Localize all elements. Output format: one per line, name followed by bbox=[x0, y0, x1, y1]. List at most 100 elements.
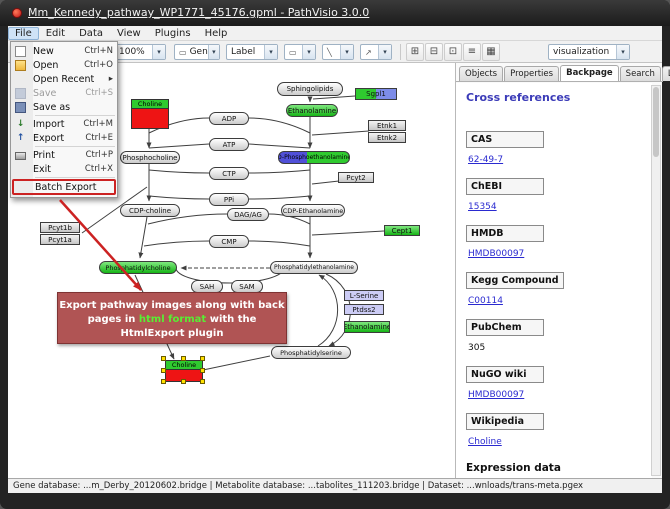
xref-section-kegg[interactable]: Kegg Compound bbox=[466, 272, 564, 289]
menu-separator bbox=[35, 115, 115, 116]
node-pcyt2[interactable]: Pcyt2 bbox=[338, 172, 374, 183]
chevron-down-icon[interactable]: ▾ bbox=[152, 45, 165, 59]
node-cmp[interactable]: CMP bbox=[209, 235, 249, 248]
chevron-down-icon[interactable]: ▾ bbox=[616, 45, 629, 59]
node-adp[interactable]: ADP bbox=[209, 112, 249, 125]
tab-properties[interactable]: Properties bbox=[504, 66, 560, 81]
grid-icon[interactable]: ▦ bbox=[482, 43, 500, 61]
new-document-icon bbox=[15, 45, 26, 57]
visualization-combo[interactable]: visualization ▾ bbox=[548, 44, 630, 60]
node-phosphatidylserine[interactable]: Phosphatidylserine bbox=[271, 346, 351, 359]
node-pcyt1b[interactable]: Pcyt1b bbox=[40, 222, 80, 233]
toolbar-separator bbox=[400, 44, 401, 60]
annotation-line2: pages in html format with the bbox=[87, 314, 257, 325]
node-cept1[interactable]: Cept1 bbox=[384, 225, 420, 236]
xref-link-kegg[interactable]: C00114 bbox=[468, 296, 503, 306]
menu-help[interactable]: Help bbox=[204, 27, 228, 39]
tab-legend[interactable]: Legend bbox=[661, 66, 670, 81]
tab-search[interactable]: Search bbox=[619, 66, 661, 81]
chevron-down-icon[interactable]: ▾ bbox=[340, 45, 353, 59]
menu-plugins[interactable]: Plugins bbox=[154, 27, 191, 39]
xref-link-hmdb[interactable]: HMDB00097 bbox=[468, 249, 525, 259]
selection-handle[interactable] bbox=[200, 379, 205, 384]
menu-data[interactable]: Data bbox=[79, 27, 103, 39]
selection-handle[interactable] bbox=[161, 356, 166, 361]
xref-section-hmdb[interactable]: HMDB bbox=[466, 225, 544, 242]
shape-icon: ▭ bbox=[289, 47, 297, 57]
interaction-tool-combo[interactable]: ↗ ▾ bbox=[360, 44, 392, 60]
chevron-down-icon[interactable]: ▾ bbox=[378, 45, 391, 59]
xref-section-wikipedia[interactable]: Wikipedia bbox=[466, 413, 544, 430]
tab-backpage[interactable]: Backpage bbox=[560, 65, 619, 81]
node-ptdss2[interactable]: Ptdss2 bbox=[344, 304, 384, 315]
xref-link-nugo[interactable]: HMDB00097 bbox=[468, 390, 525, 400]
align-horizontal-icon[interactable]: ⊞ bbox=[406, 43, 424, 61]
menu-item-open-recent[interactable]: Open Recent▸ bbox=[11, 72, 117, 86]
menu-file[interactable]: File bbox=[8, 26, 39, 40]
line-tool-combo[interactable]: ╲ ▾ bbox=[322, 44, 354, 60]
node-phosphatidylethanolamine[interactable]: Phosphatidylethanolamine bbox=[270, 261, 358, 274]
node-etnk2[interactable]: Etnk2 bbox=[368, 132, 406, 143]
panel-scrollbar[interactable] bbox=[651, 85, 661, 476]
label-tool-combo[interactable]: Label ▾ bbox=[226, 44, 278, 60]
selection-handle[interactable] bbox=[181, 379, 186, 384]
align-center-icon[interactable]: ⊡ bbox=[444, 43, 462, 61]
selection-handle[interactable] bbox=[200, 356, 205, 361]
node-sgpl1[interactable]: Sgpl1 bbox=[355, 88, 397, 100]
stack-icon[interactable]: ≡ bbox=[463, 43, 481, 61]
status-bar: Gene database: ...m_Derby_20120602.bridg… bbox=[8, 478, 662, 493]
annotation-line1: Export pathway images along with back bbox=[59, 300, 285, 311]
xref-section-pubchem[interactable]: PubChem bbox=[466, 319, 544, 336]
menu-item-batch-export[interactable]: Batch Export bbox=[12, 179, 116, 195]
node-phosphatidylcholine[interactable]: Phosphatidylcholine bbox=[99, 261, 177, 274]
zoom-combo[interactable]: 100% ▾ bbox=[114, 44, 166, 60]
node-ppi[interactable]: PPi bbox=[209, 193, 249, 206]
xref-section-chebi[interactable]: ChEBI bbox=[466, 178, 544, 195]
annotation-highlight: html format bbox=[138, 314, 207, 325]
node-ethanolamine-top[interactable]: Ethanolamine bbox=[286, 104, 338, 117]
node-atp[interactable]: ATP bbox=[209, 138, 249, 151]
datanode-type-combo[interactable]: ▭ Gen ▾ bbox=[174, 44, 220, 60]
node-pcyt1a[interactable]: Pcyt1a bbox=[40, 234, 80, 245]
xref-link-wikipedia[interactable]: Choline bbox=[468, 437, 502, 447]
xref-link-chebi[interactable]: 15354 bbox=[468, 202, 497, 212]
menu-item-save-as[interactable]: Save as bbox=[11, 100, 117, 114]
xref-link-cas[interactable]: 62-49-7 bbox=[468, 155, 504, 165]
chevron-down-icon[interactable]: ▾ bbox=[302, 45, 315, 59]
menu-edit[interactable]: Edit bbox=[45, 27, 66, 39]
cross-references-heading: Cross references bbox=[466, 91, 571, 104]
selection-handle[interactable] bbox=[200, 368, 205, 373]
scrollbar-thumb[interactable] bbox=[653, 87, 659, 157]
node-ethanolamine-right[interactable]: Ethanolamine bbox=[344, 321, 390, 333]
node-sphingolipids[interactable]: Sphingolipids bbox=[277, 82, 343, 96]
selection-handle[interactable] bbox=[161, 379, 166, 384]
xref-section-cas[interactable]: CAS bbox=[466, 131, 544, 148]
align-vertical-icon[interactable]: ⊟ bbox=[425, 43, 443, 61]
selection-handle[interactable] bbox=[161, 368, 166, 373]
node-phosphocholine[interactable]: Phosphocholine bbox=[120, 151, 180, 164]
node-etnk1[interactable]: Etnk1 bbox=[368, 120, 406, 131]
node-l-serine[interactable]: L-Serine bbox=[344, 290, 384, 301]
chevron-down-icon[interactable]: ▾ bbox=[264, 45, 277, 59]
tab-objects[interactable]: Objects bbox=[459, 66, 504, 81]
selection-handle[interactable] bbox=[181, 356, 186, 361]
node-o-phosphoethanolamine[interactable]: O-Phosphoethanolamine bbox=[278, 151, 350, 164]
menu-view[interactable]: View bbox=[117, 27, 141, 39]
node-ctp[interactable]: CTP bbox=[209, 167, 249, 180]
node-dag[interactable]: DAG/AG bbox=[227, 208, 269, 221]
shape-tool-combo[interactable]: ▭ ▾ bbox=[284, 44, 316, 60]
node-choline-top[interactable]: Choline bbox=[131, 99, 169, 129]
xref-section-nugo[interactable]: NuGO wiki bbox=[466, 366, 544, 383]
node-cdp-ethanolamine[interactable]: CDP-Ethanolamine bbox=[281, 204, 345, 217]
expression-color-red bbox=[166, 370, 202, 381]
node-cdp-choline[interactable]: CDP-choline bbox=[120, 204, 180, 217]
chevron-down-icon[interactable]: ▾ bbox=[207, 45, 219, 59]
